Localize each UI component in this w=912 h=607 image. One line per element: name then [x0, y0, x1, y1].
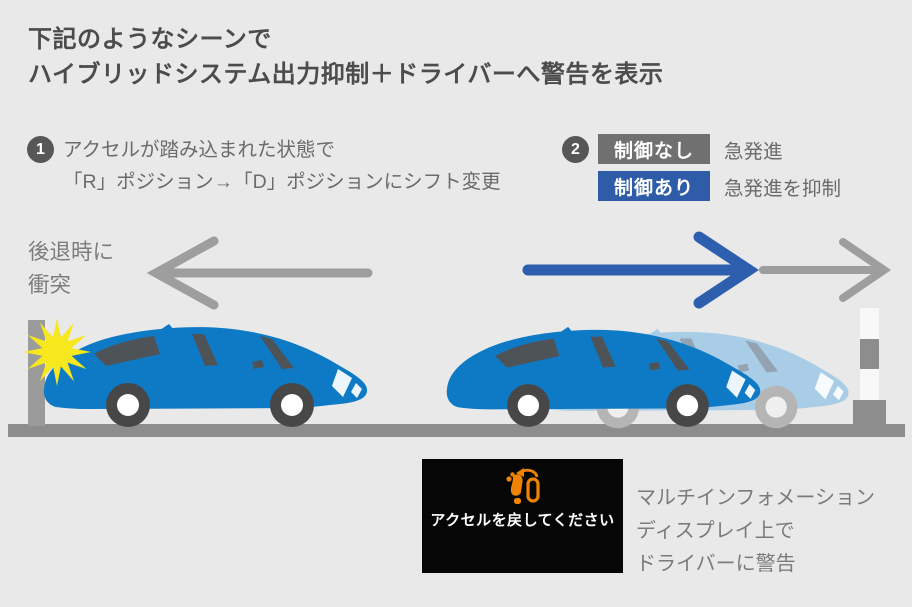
- striped-pole: [853, 308, 886, 426]
- display-caption-line1: マルチインフォメーション: [636, 487, 875, 509]
- display-caption: マルチインフォメーション ディスプレイ上で ドライバーに警告: [636, 482, 875, 581]
- car-colliding: [43, 324, 368, 427]
- reverse-collision-label-line2: 衝突: [28, 273, 72, 297]
- forward-arrow-blue-icon: [522, 231, 759, 309]
- page-title: 下記のようなシーンで ハイブリッドシステム出力抑制＋ドライバーへ警告を表示: [28, 22, 663, 92]
- page-title-line1: 下記のようなシーンで: [28, 26, 272, 53]
- step-2: 2 制御なし 急発進 制御あり 急発進を抑制: [562, 134, 841, 201]
- display-warning-message: アクセルを戻してください: [430, 512, 615, 529]
- display-caption-line2: ディスプレイ上で: [636, 520, 795, 542]
- road: [8, 424, 905, 437]
- no-control-result: 急発進: [724, 140, 783, 163]
- reverse-collision-label: 後退時に 衝突: [28, 236, 114, 302]
- with-control-row: 制御あり 急発進を抑制: [598, 171, 841, 201]
- with-control-result: 急発進を抑制: [724, 177, 842, 200]
- release-accelerator-warning-icon: [505, 468, 540, 504]
- reverse-collision-label-line1: 後退時に: [28, 240, 115, 264]
- step-1-line1: アクセルが踏み込まれた状態で: [63, 139, 336, 161]
- reverse-arrow-left-icon: [146, 236, 373, 310]
- step-1-number-badge: 1: [27, 136, 54, 163]
- display-caption-line3: ドライバーに警告: [636, 553, 796, 575]
- multi-information-display: アクセルを戻してください: [422, 459, 623, 573]
- left-pole: [28, 320, 45, 426]
- collision-star-icon: [23, 318, 91, 386]
- no-control-badge: 制御なし: [598, 134, 710, 164]
- step-2-number-badge: 2: [562, 136, 589, 163]
- no-control-row: 制御なし 急発進: [598, 134, 841, 164]
- page-title-line2: ハイブリッドシステム出力抑制＋ドライバーへ警告を表示: [28, 61, 664, 88]
- step-1-description: アクセルが踏み込まれた状態で 「R」ポジション→「D」ポジションにシフト変更: [63, 134, 501, 198]
- forward-arrow-gray-icon: [759, 238, 892, 302]
- with-control-badge: 制御あり: [598, 171, 710, 201]
- step-1: 1 アクセルが踏み込まれた状態で 「R」ポジション→「D」ポジションにシフト変更: [27, 134, 501, 198]
- step-1-line2: 「R」ポジション→「D」ポジションにシフト変更: [63, 171, 501, 193]
